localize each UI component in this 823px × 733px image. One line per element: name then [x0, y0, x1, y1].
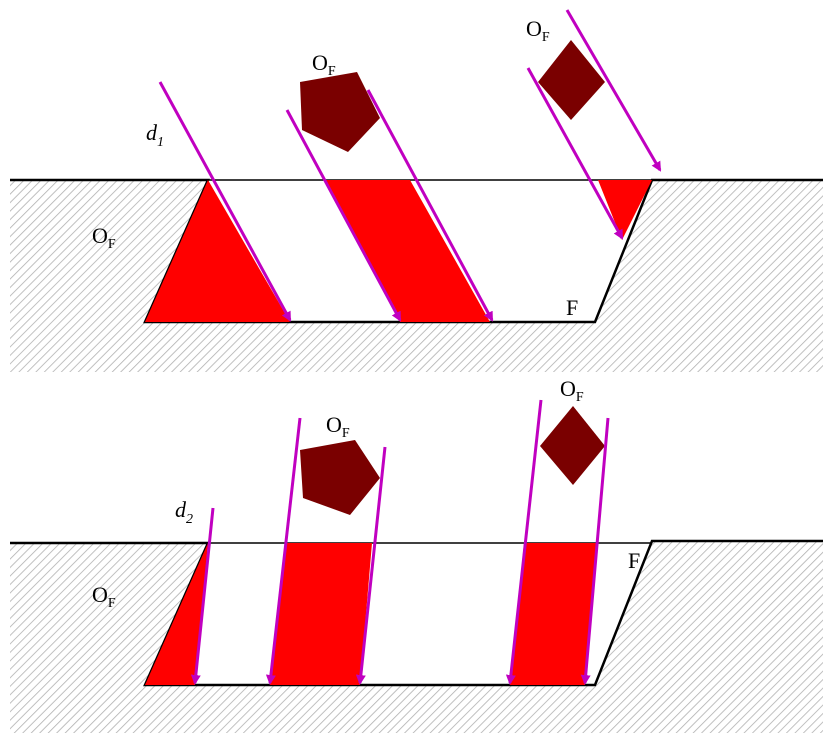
top-obstacle-pentagon-label: OF	[312, 50, 336, 79]
bottom-obstacle-diamond-label: OF	[560, 376, 584, 405]
bottom-region-label: F	[628, 548, 640, 573]
bottom-panel: OF OF OF d2 F	[10, 376, 823, 733]
top-obstacle-diamond-label: OF	[526, 16, 550, 45]
top-panel: OF OF OF d1 F	[10, 10, 823, 372]
top-obstacle-pentagon	[300, 72, 380, 152]
top-region-label: F	[566, 295, 578, 320]
top-red-region-middle	[325, 180, 490, 322]
bottom-obstacle-diamond	[540, 406, 605, 485]
bottom-obstacle-pentagon-label: OF	[326, 412, 350, 441]
bottom-red-region-middle	[270, 543, 372, 685]
bottom-direction-label: d2	[175, 497, 193, 527]
bottom-obstacle-pentagon	[300, 440, 380, 515]
top-direction-label: d1	[146, 120, 164, 150]
bottom-ground-hatch	[10, 541, 823, 733]
top-obstacle-diamond	[538, 40, 605, 120]
